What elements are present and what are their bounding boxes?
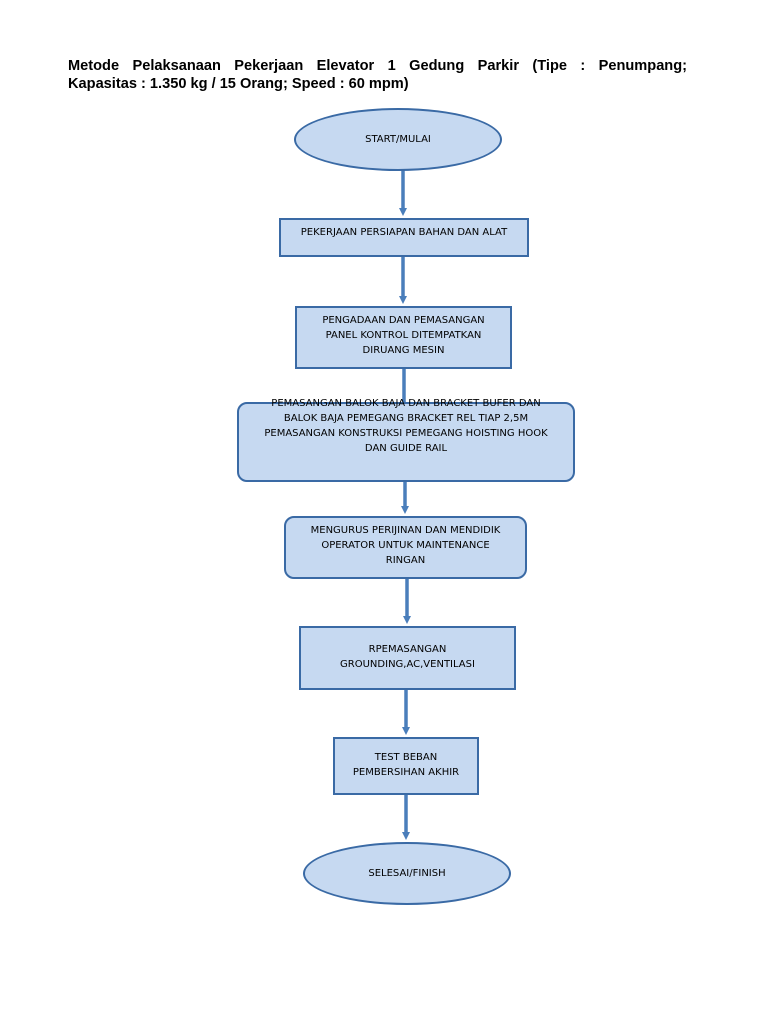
step-balok-baja-label: PEMASANGAN BALOK BAJA DAN BRACKET BUFER …: [264, 398, 548, 454]
step-test-beban: TEST BEBAN PEMBERSIHAN AKHIR: [333, 737, 479, 795]
step-balok-baja: PEMASANGAN BALOK BAJA DAN BRACKET BUFER …: [237, 398, 575, 482]
step-grounding: RPEMASANGAN GROUNDING,AC,VENTILASI: [299, 626, 516, 690]
document-title: Metode Pelaksanaan Pekerjaan Elevator 1 …: [68, 57, 687, 93]
step-panel-kontrol: PENGADAAN DAN PEMASANGAN PANEL KONTROL D…: [295, 306, 512, 369]
title-line-1: Metode Pelaksanaan Pekerjaan Elevator 1 …: [68, 58, 687, 74]
end-node: SELESAI/FINISH: [303, 842, 511, 905]
step-persiapan-label: PEKERJAAN PERSIAPAN BAHAN DAN ALAT: [300, 227, 508, 238]
start-node-label: START/MULAI: [365, 134, 431, 145]
step-persiapan: PEKERJAAN PERSIAPAN BAHAN DAN ALAT: [279, 218, 529, 257]
step-grounding-label: RPEMASANGAN GROUNDING,AC,VENTILASI: [340, 644, 475, 670]
step-test-beban-label: TEST BEBAN PEMBERSIHAN AKHIR: [352, 752, 460, 778]
title-line-2: Kapasitas : 1.350 kg / 15 Orang; Speed :…: [68, 76, 409, 92]
start-node: START/MULAI: [294, 108, 502, 171]
end-node-label: SELESAI/FINISH: [368, 868, 446, 879]
step-perijinan-label: MENGURUS PERIJINAN DAN MENDIDIK OPERATOR…: [310, 525, 501, 566]
step-panel-kontrol-label: PENGADAAN DAN PEMASANGAN PANEL KONTROL D…: [322, 315, 485, 356]
step-perijinan: MENGURUS PERIJINAN DAN MENDIDIK OPERATOR…: [284, 516, 527, 579]
